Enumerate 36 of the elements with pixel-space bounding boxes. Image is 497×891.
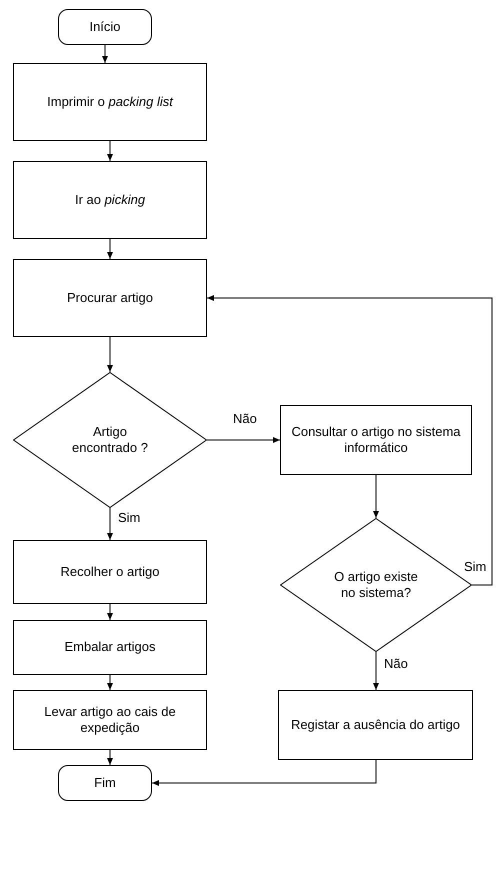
- terminal-box: [58, 9, 152, 45]
- process-box: [13, 540, 207, 604]
- node-text: Artigo encontrado ?: [71, 424, 149, 456]
- process-box: [13, 690, 207, 750]
- node-text: Registar a ausência do artigo: [290, 716, 462, 734]
- node-text: Ir ao picking: [74, 192, 146, 208]
- node-text: Consultar o artigo no sistema informático: [290, 424, 462, 456]
- node-text: Embalar artigos: [63, 639, 157, 656]
- node-text: Fim: [93, 774, 117, 792]
- arrow: [373, 474, 379, 518]
- node-text: Procurar artigo: [66, 290, 154, 306]
- process-box: [13, 63, 207, 141]
- arrow: [373, 652, 379, 690]
- process-box: [13, 161, 207, 239]
- arrow: [107, 140, 113, 162]
- arrow: [107, 238, 113, 260]
- arrow: [206, 295, 492, 586]
- arrow: [102, 44, 108, 64]
- process-box: [13, 620, 207, 675]
- decision-diamond: [13, 372, 207, 508]
- node-text: Levar artigo ao cais de expedição: [43, 704, 177, 736]
- node-text: Recolher o artigo: [60, 564, 160, 580]
- arrow: [107, 336, 113, 372]
- terminal-box: [58, 765, 152, 801]
- arrow: [152, 760, 376, 786]
- arrow: [107, 604, 113, 620]
- process-box: [13, 259, 207, 337]
- process-box: [278, 690, 473, 760]
- process-box: [280, 405, 472, 475]
- arrow: [107, 674, 113, 690]
- node-text: O artigo existe no sistema?: [333, 568, 419, 602]
- arrow: [206, 437, 280, 443]
- node-text: Imprimir o packing list: [46, 94, 174, 110]
- arrow: [107, 508, 113, 540]
- node-text: Início: [88, 18, 122, 36]
- arrow: [107, 750, 113, 766]
